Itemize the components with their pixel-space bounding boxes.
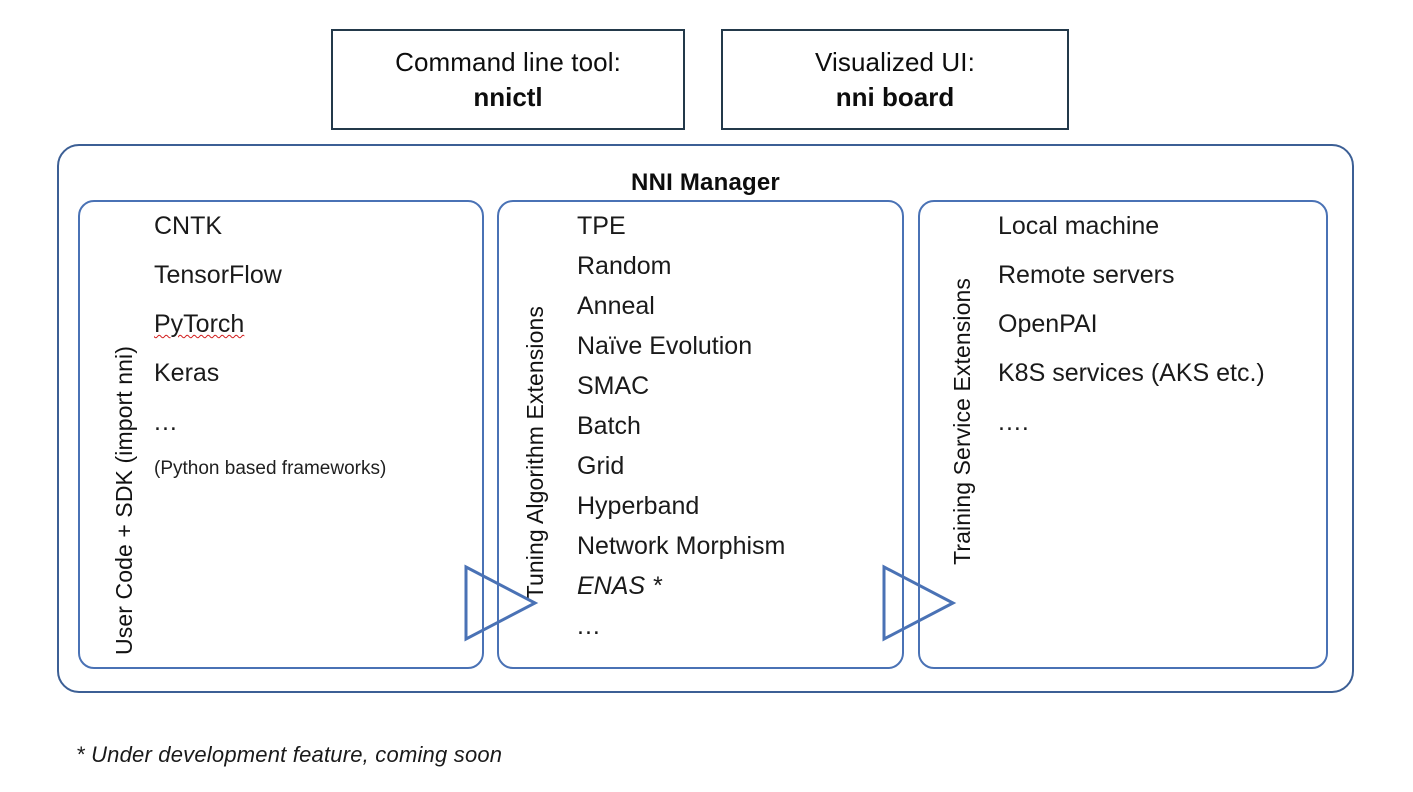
- command-line-tool-box: Command line tool: nnictl: [331, 29, 685, 130]
- nni-manager-title: NNI Manager: [631, 169, 780, 196]
- list-item: Anneal: [577, 292, 655, 320]
- list-item: Grid: [577, 452, 625, 480]
- list-item: OpenPAI: [998, 310, 1098, 338]
- list-item: CNTK: [154, 212, 223, 240]
- training-service-column: Training Service Extensions Local machin…: [918, 200, 1328, 669]
- user-code-item-list: CNTK TensorFlow PyTorch Keras ... (Pytho…: [154, 214, 482, 667]
- list-item: Local machine: [998, 212, 1160, 240]
- user-code-side-label: User Code + SDK (import nni): [111, 346, 137, 655]
- training-service-item-list: Local machine Remote servers OpenPAI K8S…: [998, 214, 1326, 667]
- python-frameworks-note: (Python based frameworks): [154, 458, 387, 479]
- command-line-tool-caption: Command line tool:: [395, 46, 621, 77]
- list-item: Keras: [154, 359, 220, 387]
- list-item: Naïve Evolution: [577, 332, 753, 360]
- tuning-algorithm-item-list: TPE Random Anneal Naïve Evolution SMAC B…: [577, 214, 902, 667]
- list-item: Remote servers: [998, 261, 1175, 289]
- list-item: TPE: [577, 212, 626, 240]
- list-item: TensorFlow: [154, 261, 282, 289]
- list-item-enas: ENAS *: [577, 572, 662, 600]
- user-code-column: User Code + SDK (import nni) CNTK Tensor…: [78, 200, 484, 669]
- training-service-side-label: Training Service Extensions: [949, 278, 975, 565]
- list-item: K8S services (AKS etc.): [998, 359, 1265, 387]
- list-item: Hyperband: [577, 492, 700, 520]
- command-line-tool-name: nnictl: [473, 81, 543, 112]
- flow-arrow-right-icon: [881, 564, 957, 642]
- footnote: * Under development feature, coming soon: [76, 742, 503, 767]
- visualized-ui-caption: Visualized UI:: [815, 46, 975, 77]
- list-item: Batch: [577, 412, 641, 440]
- tuning-algorithm-column: Tuning Algorithm Extensions TPE Random A…: [497, 200, 904, 669]
- list-item: PyTorch: [154, 310, 245, 338]
- list-item-ellipsis: ...: [577, 612, 601, 640]
- list-item: SMAC: [577, 372, 650, 400]
- visualized-ui-name: nni board: [835, 81, 955, 112]
- list-item: Network Morphism: [577, 532, 786, 560]
- list-item-ellipsis: ....: [998, 408, 1030, 436]
- tuning-algorithm-side-label: Tuning Algorithm Extensions: [522, 305, 548, 599]
- flow-arrow-right-icon: [463, 564, 539, 642]
- list-item: Random: [577, 252, 672, 280]
- visualized-ui-box: Visualized UI: nni board: [721, 29, 1069, 130]
- list-item-ellipsis: ...: [154, 408, 178, 436]
